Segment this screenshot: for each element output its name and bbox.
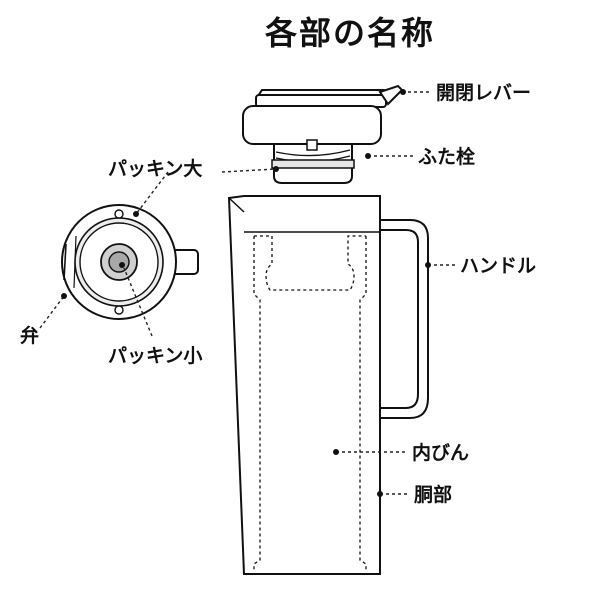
label-packing-small: パッキン小 bbox=[108, 345, 202, 367]
handle bbox=[380, 219, 429, 419]
top-view-hole-bottom bbox=[114, 305, 124, 315]
label-inner-bottle: 内びん bbox=[412, 441, 469, 464]
spout-inner bbox=[228, 197, 245, 213]
label-packing-large: パッキン大 bbox=[108, 157, 202, 180]
handle-inner bbox=[380, 229, 419, 409]
packing-large-band bbox=[271, 159, 355, 169]
diagram-title: 各部の名称 bbox=[265, 14, 435, 52]
label-lever: 開閉レバー bbox=[436, 82, 531, 104]
plug-stem bbox=[306, 139, 318, 151]
inner-bottle-outline bbox=[253, 235, 367, 572]
label-lid-plug: ふた栓 bbox=[418, 145, 475, 168]
lid-top-view bbox=[61, 204, 199, 320]
body-outline bbox=[227, 195, 381, 575]
leader-dots bbox=[61, 89, 431, 497]
top-view-hole-top bbox=[114, 209, 124, 219]
lid-cap bbox=[242, 105, 382, 145]
top-view-packing-small bbox=[108, 251, 130, 273]
lid-assembly bbox=[242, 84, 404, 184]
bottle bbox=[227, 195, 429, 575]
label-handle: ハンドル bbox=[460, 255, 536, 277]
label-valve: 弁 bbox=[20, 324, 39, 347]
label-body: 胴部 bbox=[413, 483, 452, 506]
top-view-lever bbox=[63, 243, 67, 281]
leader-lines bbox=[39, 91, 456, 495]
